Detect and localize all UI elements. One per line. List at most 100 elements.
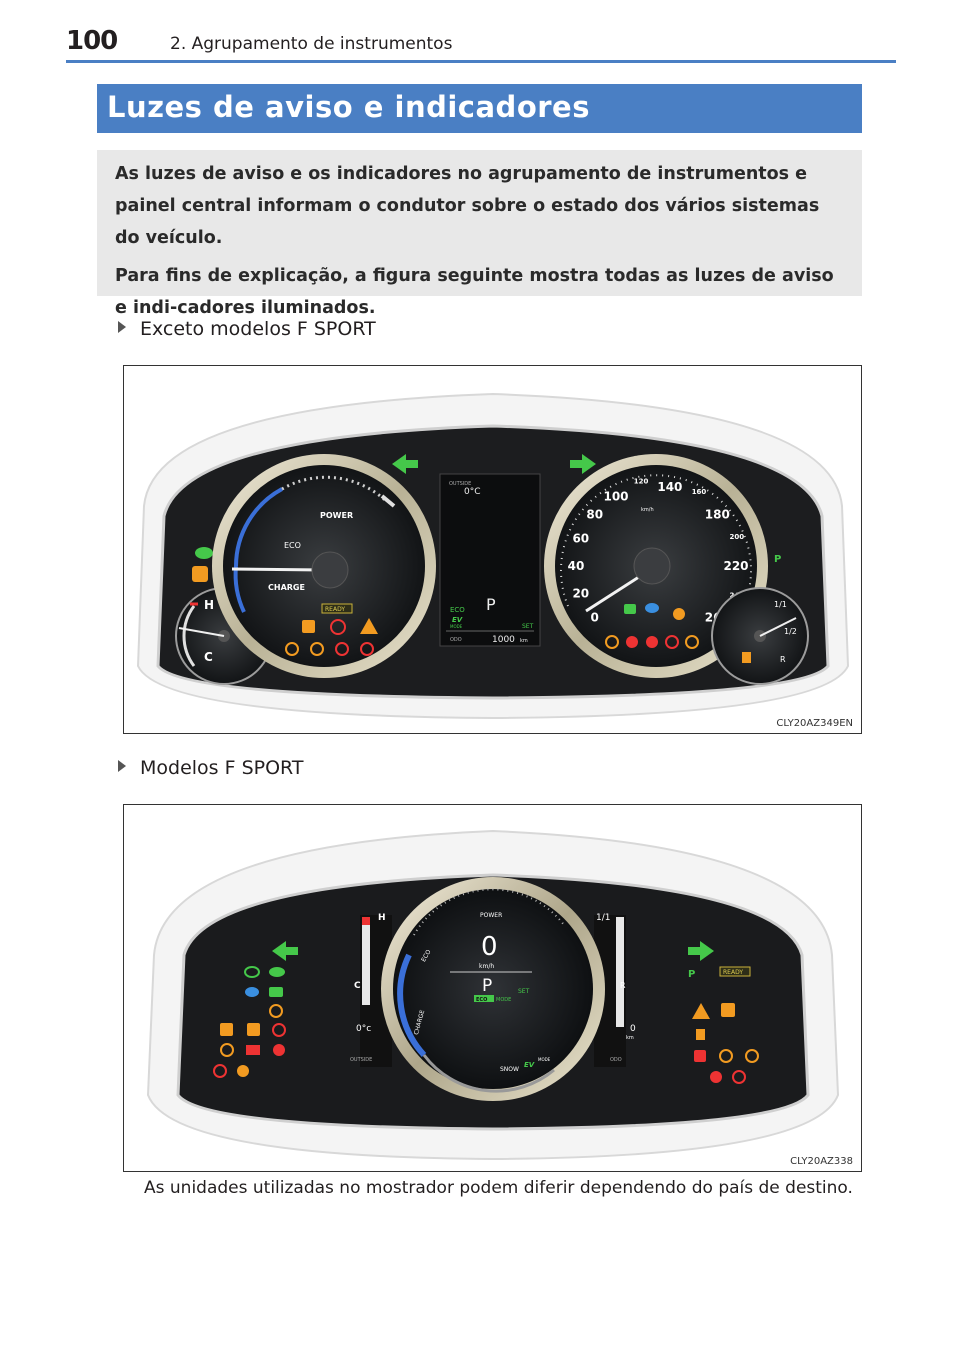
- figure-1-svg: H C POWER ECO CHARGE READY: [136, 392, 850, 720]
- svg-text:km/h: km/h: [479, 963, 494, 970]
- figure-2-cluster: H C 0°c OUTSIDE 1/1 R 0 km ODO POWER ECO…: [123, 804, 862, 1172]
- caution-triangle-icon: [692, 1003, 710, 1019]
- page-number: 100: [66, 26, 118, 56]
- speed-tick-100: 100: [603, 490, 628, 504]
- svg-text:MODE: MODE: [496, 997, 511, 1003]
- svg-text:R: R: [620, 981, 626, 990]
- svg-text:ECO: ECO: [476, 997, 487, 1003]
- ready-indicator: [321, 603, 353, 614]
- center-display: [439, 473, 541, 647]
- turn-right-arrow-icon: [570, 454, 596, 474]
- ev-mode-label: EV: [452, 616, 463, 624]
- odo-value: 1000: [492, 635, 515, 645]
- intro-paragraph-2: Para fins de explicação, a figura seguin…: [115, 266, 834, 318]
- shift-position: P: [482, 976, 492, 996]
- svg-text:POWER: POWER: [480, 912, 502, 919]
- figure-2-code: CLY20AZ338: [790, 1156, 853, 1167]
- figure-1-cluster: H C POWER ECO CHARGE READY: [123, 365, 862, 734]
- figure-2-caption-row: Modelos F SPORT: [118, 757, 303, 779]
- check-engine-icon: [673, 608, 685, 620]
- svg-text:H: H: [378, 913, 386, 923]
- shift-position: P: [486, 595, 496, 614]
- speed-tick-20: 20: [572, 586, 589, 600]
- svg-text:MODE: MODE: [538, 1057, 551, 1062]
- svg-text:C: C: [354, 981, 361, 991]
- caution-triangle-icon: [360, 618, 378, 634]
- parking-indicator-p: P: [774, 554, 781, 565]
- svg-text:1/2: 1/2: [784, 627, 797, 636]
- vsc-off-icon: [192, 566, 208, 582]
- svg-text:km/h: km/h: [641, 507, 654, 513]
- speed-value: 0: [481, 932, 498, 962]
- intro-box: As luzes de aviso e os indicadores no ag…: [97, 150, 862, 318]
- turn-left-arrow-icon: [272, 941, 298, 961]
- bullet-triangle-icon: [118, 760, 126, 772]
- speed-needle-hub: [633, 547, 671, 585]
- temp-label-h: H: [204, 598, 214, 612]
- figure-2-caption: Modelos F SPORT: [140, 757, 304, 779]
- outside-temp: 0°c: [356, 1024, 371, 1034]
- svg-text:km: km: [626, 1035, 634, 1041]
- svg-text:ODO: ODO: [610, 1057, 622, 1063]
- ev-indicator-icon: [195, 547, 213, 559]
- speed-tick-120: 120: [634, 478, 649, 486]
- svg-text:READY: READY: [325, 606, 345, 613]
- high-beam-icon: [245, 987, 259, 997]
- svg-text:READY: READY: [723, 969, 743, 976]
- odo-label: ODO: [450, 637, 462, 643]
- power-needle: [231, 567, 325, 572]
- chapter-title: 2. Agrupamento de instrumentos: [170, 34, 453, 54]
- svg-text:SNOW: SNOW: [500, 1066, 519, 1073]
- charge-label: CHARGE: [268, 583, 305, 592]
- svg-text:EV: EV: [524, 1061, 535, 1069]
- section-title: Luzes de aviso e indicadores: [107, 90, 590, 124]
- figure-1-caption: Exceto modelos F SPORT: [140, 318, 376, 340]
- fuel-warning-icon: [742, 652, 751, 663]
- figure-2-svg: H C 0°c OUTSIDE 1/1 R 0 km ODO POWER ECO…: [146, 829, 840, 1161]
- eco-label: ECO: [284, 541, 301, 550]
- outside-temp: 0°C: [464, 487, 481, 497]
- figure-1-code: CLY20AZ349EN: [776, 718, 853, 729]
- power-label: POWER: [320, 511, 353, 520]
- eco-mode-label: ECO: [450, 606, 465, 614]
- speed-tick-80: 80: [586, 508, 603, 522]
- turn-right-arrow-icon: [688, 941, 714, 961]
- master-warning-icon-a: [302, 620, 315, 633]
- section-title-bar: Luzes de aviso e indicadores: [97, 84, 862, 133]
- fuel-warning-icon: [696, 1029, 705, 1040]
- intro-paragraph-1: As luzes de aviso e os indicadores no ag…: [115, 164, 820, 248]
- speed-tick-0: 0: [591, 610, 599, 624]
- speed-tick-180: 180: [705, 508, 730, 522]
- speed-tick-40: 40: [568, 559, 585, 573]
- brake-warning-icon-a: [330, 619, 346, 635]
- page-header: 100 2. Agrupamento de instrumentos: [66, 22, 896, 63]
- svg-text:OUTSIDE: OUTSIDE: [449, 481, 471, 487]
- svg-text:OUTSIDE: OUTSIDE: [350, 1057, 372, 1063]
- header-rule: [66, 60, 896, 63]
- svg-text:MODE: MODE: [450, 624, 463, 629]
- svg-text:1/1: 1/1: [596, 913, 610, 923]
- bullet-triangle-icon: [118, 321, 126, 333]
- svg-text:km: km: [520, 638, 528, 644]
- center-gauge-dial: [393, 889, 593, 1089]
- units-footnote: As unidades utilizadas no mostrador pode…: [144, 1178, 853, 1198]
- odo-value: 0: [630, 1024, 636, 1034]
- svg-text:R: R: [780, 655, 786, 664]
- figure-1-caption-row: Exceto modelos F SPORT: [118, 318, 376, 340]
- svg-text:1/1: 1/1: [774, 600, 787, 609]
- temp-label-c: C: [204, 650, 213, 664]
- turn-left-arrow-icon: [392, 454, 418, 474]
- power-needle-hub: [311, 551, 349, 589]
- speed-tick-60: 60: [572, 532, 589, 546]
- ready-indicator: [719, 966, 751, 977]
- speedometer-tick-labels: 020406080100140180220260120160200240: [568, 478, 749, 625]
- speed-tick-160: 160: [692, 488, 707, 496]
- speed-tick-140: 140: [657, 480, 682, 494]
- speed-tick-220: 220: [723, 559, 748, 573]
- svg-text:P: P: [688, 969, 695, 980]
- cruise-set-label: SET: [522, 623, 534, 630]
- speed-tick-200: 200: [729, 533, 744, 541]
- high-beam-icon: [645, 603, 659, 613]
- check-engine-icon: [237, 1065, 249, 1077]
- cruise-set-label: SET: [518, 988, 530, 995]
